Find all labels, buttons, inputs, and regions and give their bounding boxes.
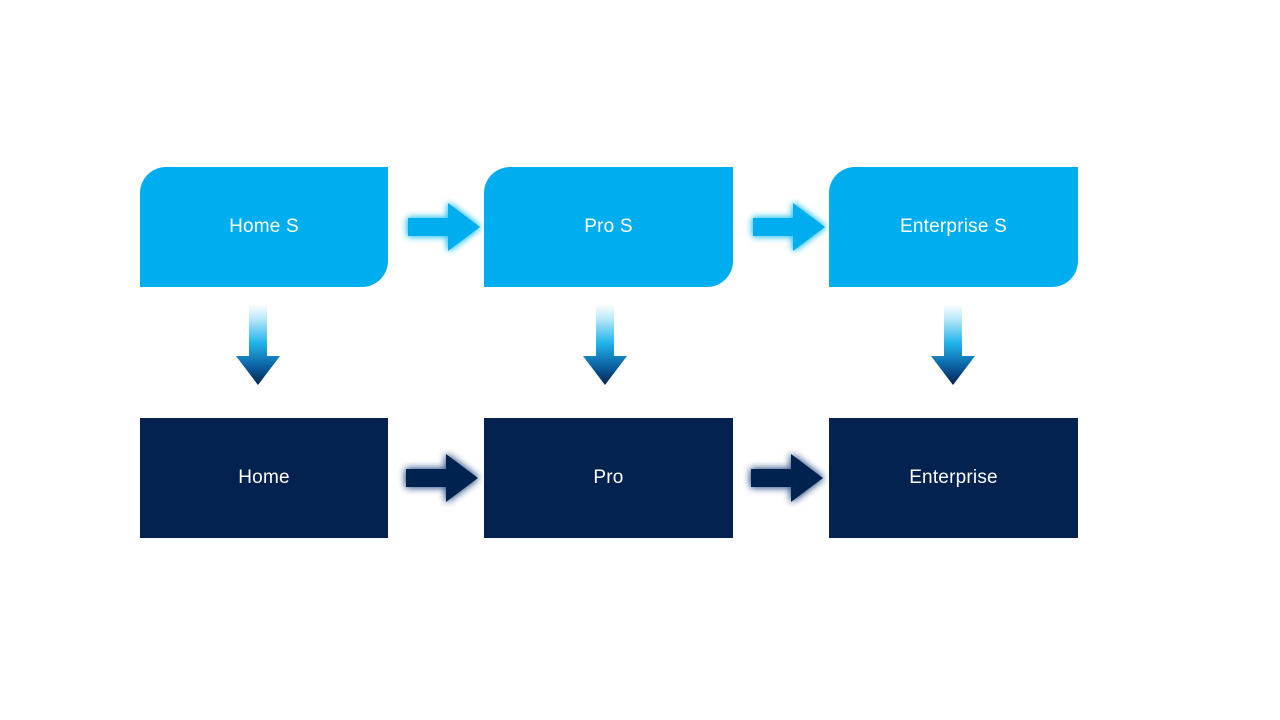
node-home-s[interactable]: Home S: [140, 167, 388, 287]
connector-enterprise-s-to-enterprise: [930, 304, 976, 386]
arrow-right-icon: [406, 454, 478, 502]
connector-pro-s-to-pro: [582, 304, 628, 386]
connector-home-s-to-home: [235, 304, 281, 386]
node-pro[interactable]: Pro: [484, 418, 733, 538]
node-home-label: Home: [238, 466, 290, 488]
connector-pro-to-enterprise: [749, 452, 825, 504]
node-pro-s[interactable]: Pro S: [484, 167, 733, 287]
node-pro-label: Pro: [593, 466, 624, 488]
node-enterprise-label: Enterprise: [909, 466, 998, 488]
connector-home-to-pro: [404, 452, 480, 504]
node-enterprise-s[interactable]: Enterprise S: [829, 167, 1078, 287]
arrow-right-icon: [753, 203, 825, 251]
arrow-right-icon: [751, 454, 823, 502]
arrow-down-icon: [583, 304, 627, 385]
arrow-down-icon: [236, 304, 280, 385]
arrow-right-icon: [408, 203, 480, 251]
arrow-down-icon: [931, 304, 975, 385]
node-home-s-label: Home S: [229, 215, 299, 237]
node-home[interactable]: Home: [140, 418, 388, 538]
node-enterprise[interactable]: Enterprise: [829, 418, 1078, 538]
node-pro-s-label: Pro S: [584, 215, 633, 237]
node-enterprise-s-label: Enterprise S: [900, 215, 1007, 237]
connector-pro-s-to-enterprise-s: [751, 201, 827, 253]
connector-home-s-to-pro-s: [406, 201, 482, 253]
